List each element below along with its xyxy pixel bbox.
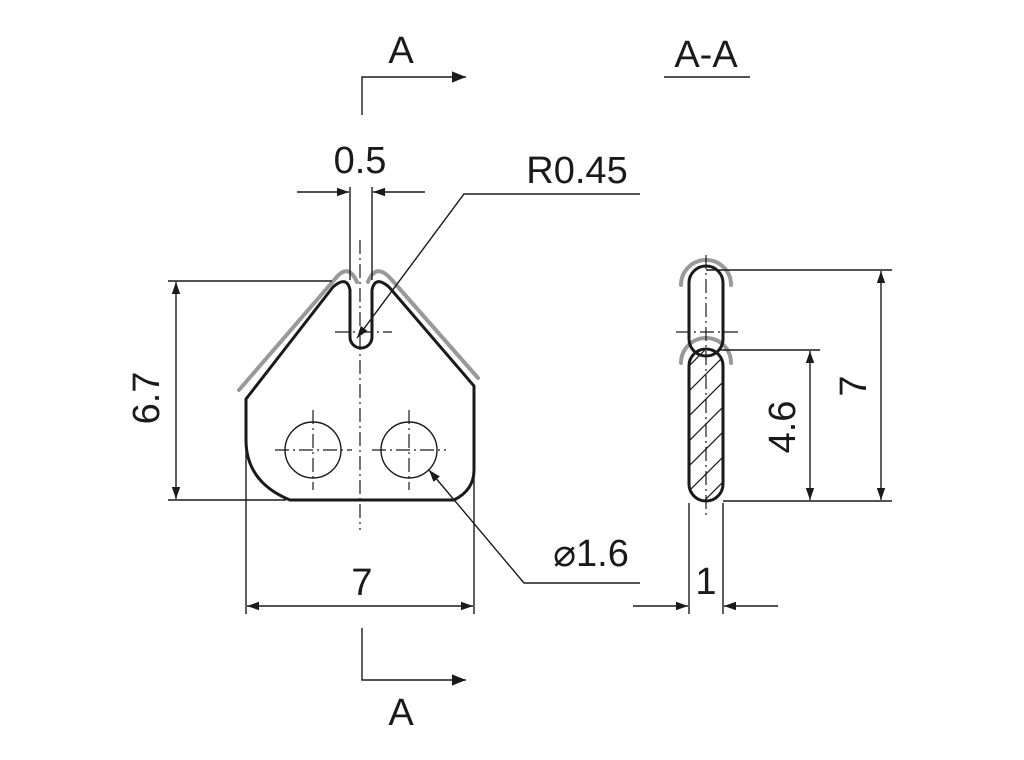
dimension-thickness: 1 — [633, 503, 778, 614]
section-title: A-A — [664, 34, 750, 78]
dimension-width: 7 — [245, 395, 475, 614]
centerlines-section — [676, 255, 742, 515]
hole-diameter-label: ⌀1.6 — [553, 533, 629, 575]
slot-width-label: 0.5 — [334, 140, 387, 182]
front-view — [237, 240, 480, 530]
section-height-label: 7 — [833, 375, 875, 396]
dimension-hole-diameter: ⌀1.6 — [428, 469, 640, 584]
dimension-slot-radius: R0.45 — [356, 150, 640, 339]
slot-radius-label: R0.45 — [526, 150, 627, 192]
section-cut-bottom: A — [361, 628, 466, 734]
dimension-slot-width: 0.5 — [297, 140, 425, 280]
part-outline — [244, 280, 476, 502]
dimension-section-height: 7 — [706, 269, 892, 502]
spring-outline — [237, 269, 480, 392]
centerlines-front — [275, 240, 446, 530]
section-cut-top: A — [361, 30, 466, 115]
section-marker-top-label: A — [388, 30, 414, 72]
dimension-height: 6.7 — [126, 280, 332, 501]
hatched-height-label: 4.6 — [762, 401, 804, 454]
height-label: 6.7 — [126, 372, 168, 425]
section-hatching — [689, 349, 723, 501]
section-title-label: A-A — [674, 34, 738, 76]
section-marker-bottom-label: A — [388, 692, 414, 734]
dimension-hatched-height: 4.6 — [718, 349, 820, 500]
thickness-label: 1 — [695, 561, 716, 603]
section-view — [676, 255, 742, 515]
width-label: 7 — [351, 562, 372, 604]
